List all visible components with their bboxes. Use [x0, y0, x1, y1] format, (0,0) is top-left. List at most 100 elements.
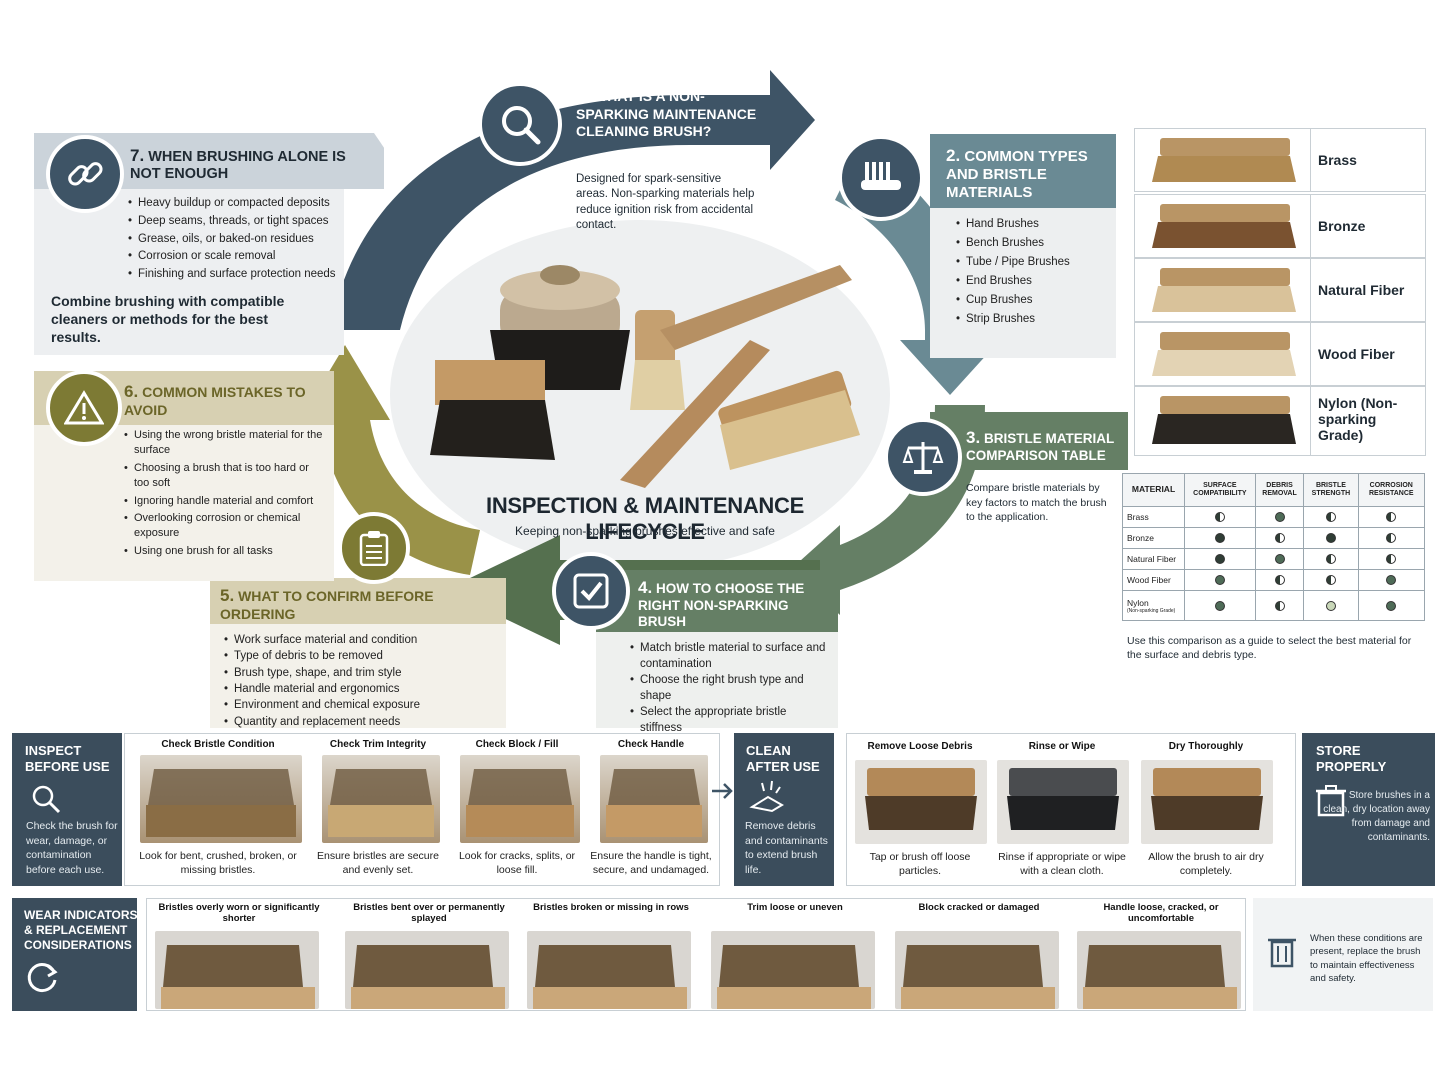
rating-dot: [1325, 600, 1336, 611]
list-item: Ignoring handle material and comfort: [124, 494, 324, 510]
list-item: Handle material and ergonomics: [224, 681, 494, 698]
material-divider: [1310, 194, 1311, 258]
list-item: Type of debris to be removed: [224, 648, 494, 665]
flow-arrow-icon: [712, 783, 733, 799]
clean-panel: CLEAN AFTER USE Remove debris and contam…: [734, 733, 834, 886]
table-row: Nylon(Non-sparking Grade): [1122, 590, 1426, 621]
clean-step-photo: [855, 760, 987, 844]
table-cell: [1357, 506, 1426, 528]
rating-dot: [1274, 600, 1285, 611]
wear-item-photo: [345, 931, 509, 1009]
clean-step-title: Dry Thoroughly: [1168, 741, 1244, 752]
wear-note: When these conditions are present, repla…: [1310, 933, 1423, 984]
list-item: Using one brush for all tasks: [124, 544, 324, 560]
wear-item-photo: [527, 931, 691, 1009]
s4-title: 4. HOW TO CHOOSE THE RIGHT NON-SPARKING …: [638, 578, 805, 629]
rating-dot: [1214, 575, 1225, 586]
material-name: Nylon: [1127, 597, 1149, 608]
table-cell: [1184, 506, 1256, 528]
list-item: Deep seams, threads, or tight spaces: [128, 213, 343, 231]
list-item: Brush type, shape, and trim style: [224, 665, 494, 682]
center-title: INSPECTION & MAINTENANCE LIFECYCLE: [486, 493, 804, 544]
s6-title: 6. COMMON MISTAKES TO AVOID: [124, 382, 306, 419]
store-desc: Store brushes in a clean, dry location a…: [1323, 790, 1430, 843]
s7-footer: Combine brushing with compatible cleaner…: [51, 293, 285, 346]
bin-icon: [1316, 785, 1346, 817]
warning-icon: [46, 370, 122, 446]
material-label: Wood Fiber: [1318, 346, 1395, 362]
clean-step-title: Remove Loose Debris: [867, 741, 973, 752]
material-name: Brass: [1127, 512, 1149, 522]
inspect-title: INSPECT BEFORE USE: [25, 743, 110, 775]
table-header: BRISTLE STRENGTH: [1303, 473, 1359, 507]
rating-dot: [1274, 575, 1285, 586]
clean-step-photo: [1141, 760, 1273, 844]
wear-panel: WEAR INDICATORS & REPLACEMENT CONSIDERAT…: [12, 898, 138, 1011]
list-item: Hand Brushes: [956, 215, 1106, 234]
table-cell: [1303, 590, 1359, 621]
wear-item-photo: [895, 931, 1059, 1009]
table-cell: [1357, 548, 1426, 570]
list-item: Overlooking corrosion or chemical exposu…: [124, 511, 324, 542]
list-item: Quantity and replacement needs: [224, 714, 494, 731]
table-cell: [1254, 590, 1305, 621]
table-cell: [1303, 569, 1359, 591]
wear-item-photo: [1077, 931, 1241, 1009]
table-header: MATERIAL: [1122, 473, 1185, 507]
inspect-step-photo: [140, 755, 302, 843]
material-swatch: [1140, 392, 1306, 448]
s2-list: Hand Brushes Bench Brushes Tube / Pipe B…: [956, 215, 1106, 329]
list-item: Strip Brushes: [956, 310, 1106, 329]
trash-icon: [1268, 938, 1296, 968]
rating-dot: [1386, 512, 1397, 523]
clean-desc: Remove debris and contaminants to extend…: [745, 820, 828, 877]
list-item: Bench Brushes: [956, 234, 1106, 253]
table-cell: [1254, 548, 1305, 570]
table-header: CORROSION RESISTANCE: [1357, 473, 1426, 507]
wear-title: WEAR INDICATORS & REPLACEMENT CONSIDERAT…: [24, 908, 138, 952]
s5-title: 5. WHAT TO CONFIRM BEFORE ORDERING: [220, 586, 434, 623]
s1-title: 1. WHAT IS A NON-SPARKING MAINTENANCE CL…: [576, 86, 757, 139]
clean-step-caption: Allow the brush to air dry completely.: [1148, 851, 1264, 878]
rating-dot: [1325, 533, 1336, 544]
clean-step-caption: Rinse if appropriate or wipe with a clea…: [998, 851, 1126, 878]
s1-desc: Designed for spark-sensitive areas. Non-…: [576, 173, 755, 231]
inspect-step-caption: Ensure the handle is tight, secure, and …: [590, 850, 712, 877]
clean-title: CLEAN AFTER USE: [746, 743, 820, 775]
table-cell: [1254, 506, 1305, 528]
table-cell: [1303, 527, 1359, 549]
inspect-step-caption: Look for cracks, splits, or loose fill.: [458, 850, 576, 877]
table-cell: [1357, 569, 1426, 591]
material-label: Brass: [1318, 152, 1357, 168]
table-row: Brass: [1122, 506, 1426, 528]
table-cell: [1357, 527, 1426, 549]
s3-title: 3. BRISTLE MATERIAL COMPARISON TABLE: [966, 428, 1114, 464]
material-swatch: [1140, 200, 1306, 252]
refresh-icon: [27, 963, 58, 993]
inspect-step-photo: [460, 755, 580, 843]
table-header: DEBRIS REMOVAL: [1254, 473, 1305, 507]
material-name: Wood Fiber: [1127, 575, 1171, 585]
rating-dot: [1386, 600, 1397, 611]
table-row: Wood Fiber: [1122, 569, 1426, 591]
s3-desc: Compare bristle materials by key factors…: [966, 482, 1107, 524]
list-item: Using the wrong bristle material for the…: [124, 428, 324, 459]
list-item: Grease, oils, or baked-on residues: [128, 231, 343, 249]
table-cell: [1184, 548, 1256, 570]
store-title: STORE PROPERLY: [1316, 743, 1387, 775]
material-label: Natural Fiber: [1318, 282, 1405, 298]
clean-step-photo: [997, 760, 1129, 844]
table-cell-material: Brass: [1122, 506, 1185, 528]
inspect-step-caption: Ensure bristles are secure and evenly se…: [317, 850, 439, 877]
brush-icon: [838, 135, 924, 221]
arrow-left: [300, 345, 480, 575]
checkbox-icon: [552, 552, 630, 630]
table-cell: [1184, 590, 1256, 621]
s7-title: 7. WHEN BRUSHING ALONE IS NOT ENOUGH: [130, 146, 346, 183]
material-name: Bronze: [1127, 533, 1154, 543]
rating-dot: [1386, 554, 1397, 565]
table-cell-material: Natural Fiber: [1122, 548, 1185, 570]
material-swatch: [1140, 328, 1306, 380]
